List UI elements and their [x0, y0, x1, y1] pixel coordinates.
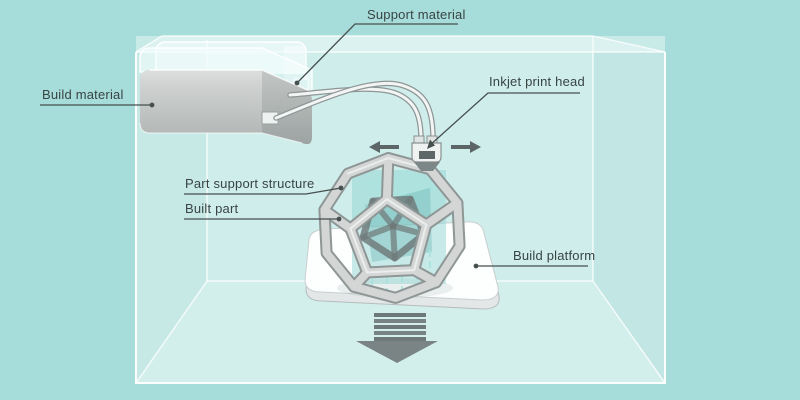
platform-piston	[356, 313, 438, 363]
motion-arrow-left-icon	[369, 141, 399, 153]
leader-lines	[40, 23, 588, 267]
leader-dots	[149, 80, 479, 269]
label-build-material: Build material	[42, 87, 124, 102]
label-inkjet-print-head: Inkjet print head	[489, 74, 585, 89]
motion-arrow-right-icon	[451, 141, 481, 153]
built-part-edge	[349, 268, 372, 291]
print-head-motion-arrows	[369, 141, 481, 153]
built-part-edge	[382, 154, 393, 204]
feed-tubes	[273, 80, 436, 142]
built-part-edge	[422, 198, 462, 229]
label-support-material: Support material	[367, 7, 466, 22]
built-part-edge	[360, 223, 396, 241]
built-part-edge	[410, 266, 441, 287]
inkjet-print-head	[411, 135, 442, 171]
label-built-part: Built part	[185, 201, 239, 216]
built-part-edge	[346, 157, 432, 175]
built-part-edge	[349, 198, 428, 274]
leader-arrowhead-icon	[427, 139, 435, 149]
label-build-platform: Build platform	[513, 248, 596, 263]
motion-arrow-down-icon	[356, 341, 438, 363]
built-part	[318, 152, 466, 304]
built-part-edge	[390, 223, 398, 261]
build-material-tank	[139, 47, 313, 145]
built-part-edge	[320, 154, 464, 302]
label-part-support-structure: Part support structure	[185, 176, 315, 191]
